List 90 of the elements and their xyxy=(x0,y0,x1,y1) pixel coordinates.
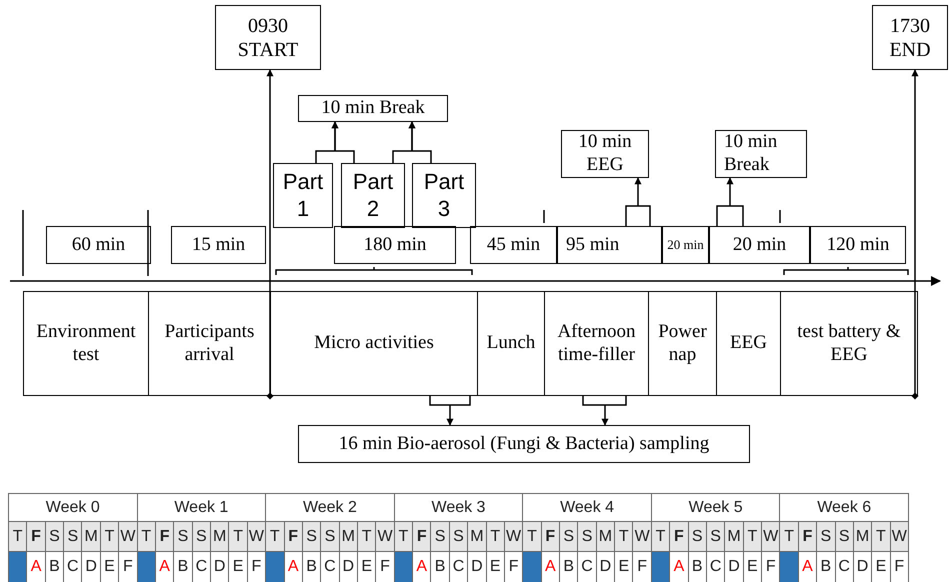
event-box xyxy=(298,95,448,122)
day-letter: T xyxy=(779,521,799,552)
day-letter: S xyxy=(816,521,836,552)
day-letter: T xyxy=(486,521,505,552)
day-letter: T xyxy=(614,521,634,552)
day-letter: S xyxy=(577,521,597,552)
day-letter: T xyxy=(522,521,542,552)
duration-label: 15 min xyxy=(192,234,246,256)
activity-label: Micro activities xyxy=(314,332,434,355)
day-letter: S xyxy=(559,521,578,552)
event-box xyxy=(215,5,321,70)
day-letter: M xyxy=(724,521,744,552)
duration-box xyxy=(470,226,557,264)
arrow xyxy=(716,177,744,227)
phase-box xyxy=(648,291,717,396)
arrow xyxy=(582,395,627,426)
event-box xyxy=(715,130,807,178)
duration-label: 20 min xyxy=(732,234,786,256)
day-letter: F xyxy=(284,521,303,552)
time-label: 1730 END xyxy=(888,14,932,62)
day-letter: S xyxy=(688,521,707,552)
duration-box xyxy=(810,226,906,264)
part-box xyxy=(273,163,333,228)
duration-box xyxy=(334,226,456,264)
day-letter: W xyxy=(761,521,780,552)
activity-label: Lunch xyxy=(486,332,536,355)
duration-box xyxy=(171,226,266,264)
day-letter: S xyxy=(173,521,193,552)
phase-box xyxy=(544,291,649,396)
day-letter: T xyxy=(8,521,28,552)
day-letter: M xyxy=(210,521,230,552)
day-letter: W xyxy=(375,521,395,552)
part-label: Part 1 xyxy=(282,169,324,222)
day-letter: M xyxy=(338,521,358,552)
activity-label: EEG xyxy=(730,332,767,355)
sampling-box xyxy=(298,425,750,463)
day-letter: T xyxy=(228,521,248,552)
phase-box xyxy=(477,291,545,396)
part-box xyxy=(341,163,405,228)
duration-label: 180 min xyxy=(364,234,426,256)
activity-label: test battery & EEG xyxy=(796,320,902,366)
arrow xyxy=(332,121,355,164)
activity-label: Environment test xyxy=(35,320,137,366)
arrow xyxy=(625,177,651,227)
day-letter: S xyxy=(834,521,854,552)
activity-label: Participants arrival xyxy=(164,320,256,366)
activity-label: Afternoon time-filler xyxy=(556,320,637,366)
day-letter: T xyxy=(871,521,891,552)
day-letter: S xyxy=(430,521,450,552)
phase-box xyxy=(270,291,478,396)
day-letter: F xyxy=(412,521,432,552)
day-letter: W xyxy=(632,521,652,552)
day-letter: S xyxy=(63,521,82,552)
day-letter: S xyxy=(320,521,340,552)
duration-label: 95 min xyxy=(566,234,620,256)
duration-box xyxy=(46,226,151,264)
sampling-label: 16 min Bio-aerosol (Fungi & Bacteria) sampling xyxy=(338,432,710,456)
day-letter: W xyxy=(118,521,138,552)
duration-label: 45 min xyxy=(486,234,540,256)
duration-box xyxy=(557,226,662,264)
phase-box xyxy=(23,291,149,396)
duration-box xyxy=(662,226,709,264)
phase-box xyxy=(148,291,271,396)
part-label: Part 2 xyxy=(352,169,394,222)
duration-label: 120 min xyxy=(826,234,890,256)
arrow xyxy=(429,395,471,426)
arrow xyxy=(266,69,274,400)
event-label: 10 min EEG xyxy=(577,131,633,177)
day-letter: T xyxy=(136,521,156,552)
arrow xyxy=(912,69,918,400)
phase-box xyxy=(716,291,781,396)
event-label: 10 min Break xyxy=(321,97,425,120)
duration-box xyxy=(709,226,810,264)
phase-box xyxy=(780,291,918,396)
duration-label: 20 min xyxy=(667,237,704,253)
day-letter: F xyxy=(26,521,46,552)
day-letter: T xyxy=(265,521,284,552)
time-label: 0930 START xyxy=(236,14,300,62)
activity-label: Power nap xyxy=(657,320,708,366)
event-label: 10 min Break xyxy=(724,131,778,177)
day-letter: M xyxy=(467,521,487,552)
day-letter: M xyxy=(81,521,101,552)
duration-label: 60 min xyxy=(72,234,126,256)
event-box xyxy=(561,130,649,178)
event-box xyxy=(872,5,948,70)
arrow xyxy=(408,121,432,164)
day-letter: W xyxy=(890,521,909,552)
part-label: Part 3 xyxy=(422,169,466,222)
part-box xyxy=(412,163,476,228)
day-letter: F xyxy=(669,521,689,552)
